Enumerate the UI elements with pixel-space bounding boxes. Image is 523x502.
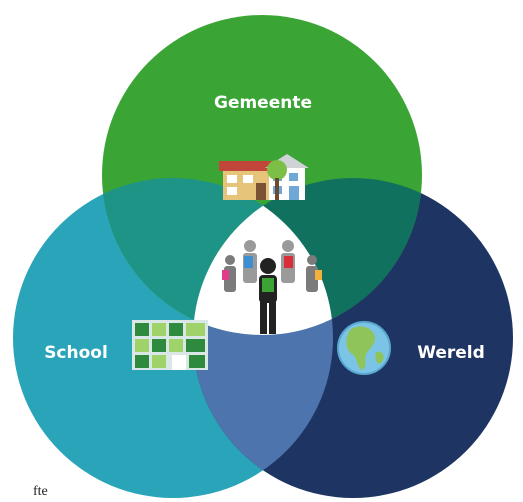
globe-icon [337, 321, 391, 375]
overlap-center [193, 178, 333, 335]
footer-text: fte [33, 484, 48, 499]
label-wereld: Wereld [417, 343, 485, 363]
label-gemeente: Gemeente [214, 93, 312, 113]
houses-icon [219, 154, 309, 200]
students-group-icon [222, 240, 322, 334]
school-building-icon [132, 320, 208, 370]
label-school: School [44, 343, 108, 363]
